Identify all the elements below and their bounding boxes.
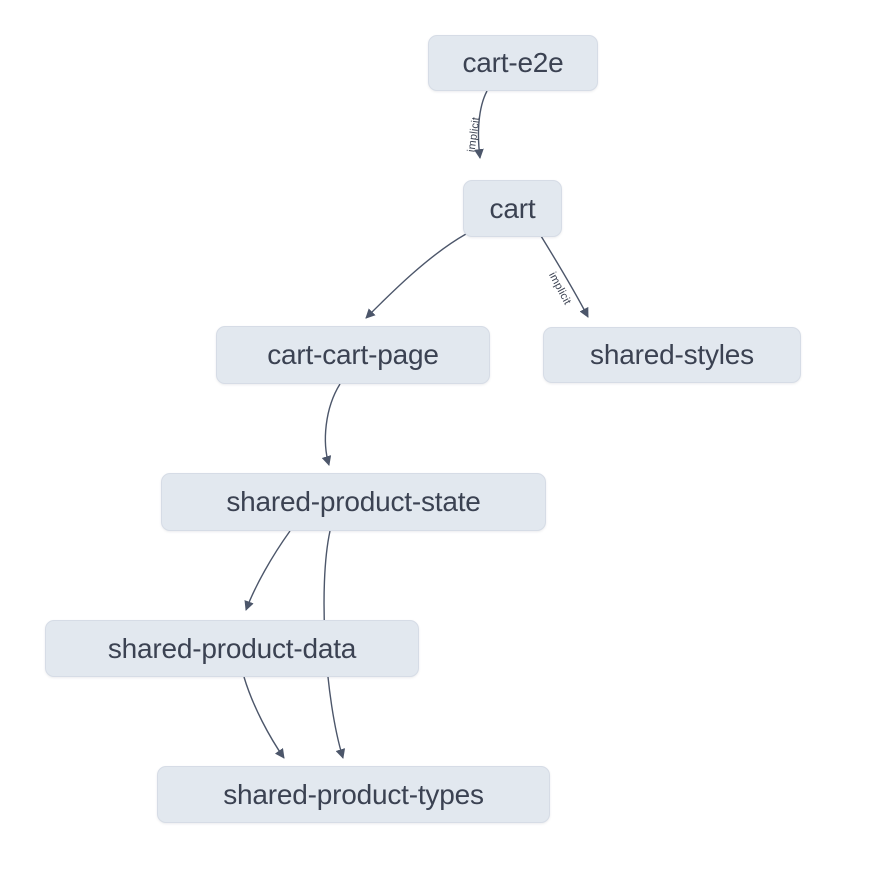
graph-node-label: cart — [489, 192, 536, 224]
graph-edge — [474, 90, 488, 159]
graph-edge — [244, 530, 291, 611]
graph-node-shared-product-types[interactable]: shared-product-types — [157, 766, 550, 823]
graph-node-cart-e2e[interactable]: cart-e2e — [428, 35, 598, 91]
graph-node-shared-product-data[interactable]: shared-product-data — [45, 620, 419, 677]
graph-edge — [540, 235, 589, 318]
graph-node-cart-cart-page[interactable]: cart-cart-page — [216, 326, 490, 384]
graph-node-shared-styles[interactable]: shared-styles — [543, 327, 801, 383]
graph-node-label: shared-product-types — [223, 778, 484, 810]
graph-node-label: cart-cart-page — [267, 339, 439, 370]
edge-label-implicit: implicit — [546, 270, 573, 307]
graph-edge — [365, 233, 467, 319]
graph-node-cart[interactable]: cart — [463, 180, 562, 237]
graph-node-label: shared-product-data — [107, 632, 357, 664]
graph-edge — [243, 676, 285, 759]
graph-node-shared-product-state[interactable]: shared-product-state — [161, 473, 546, 531]
graph-node-label: cart-e2e — [462, 47, 564, 78]
graph-edge — [321, 383, 341, 466]
graph-node-label: shared-styles — [590, 339, 754, 370]
graph-node-label: shared-product-state — [226, 486, 481, 517]
edge-label-implicit: implicit — [466, 116, 483, 153]
